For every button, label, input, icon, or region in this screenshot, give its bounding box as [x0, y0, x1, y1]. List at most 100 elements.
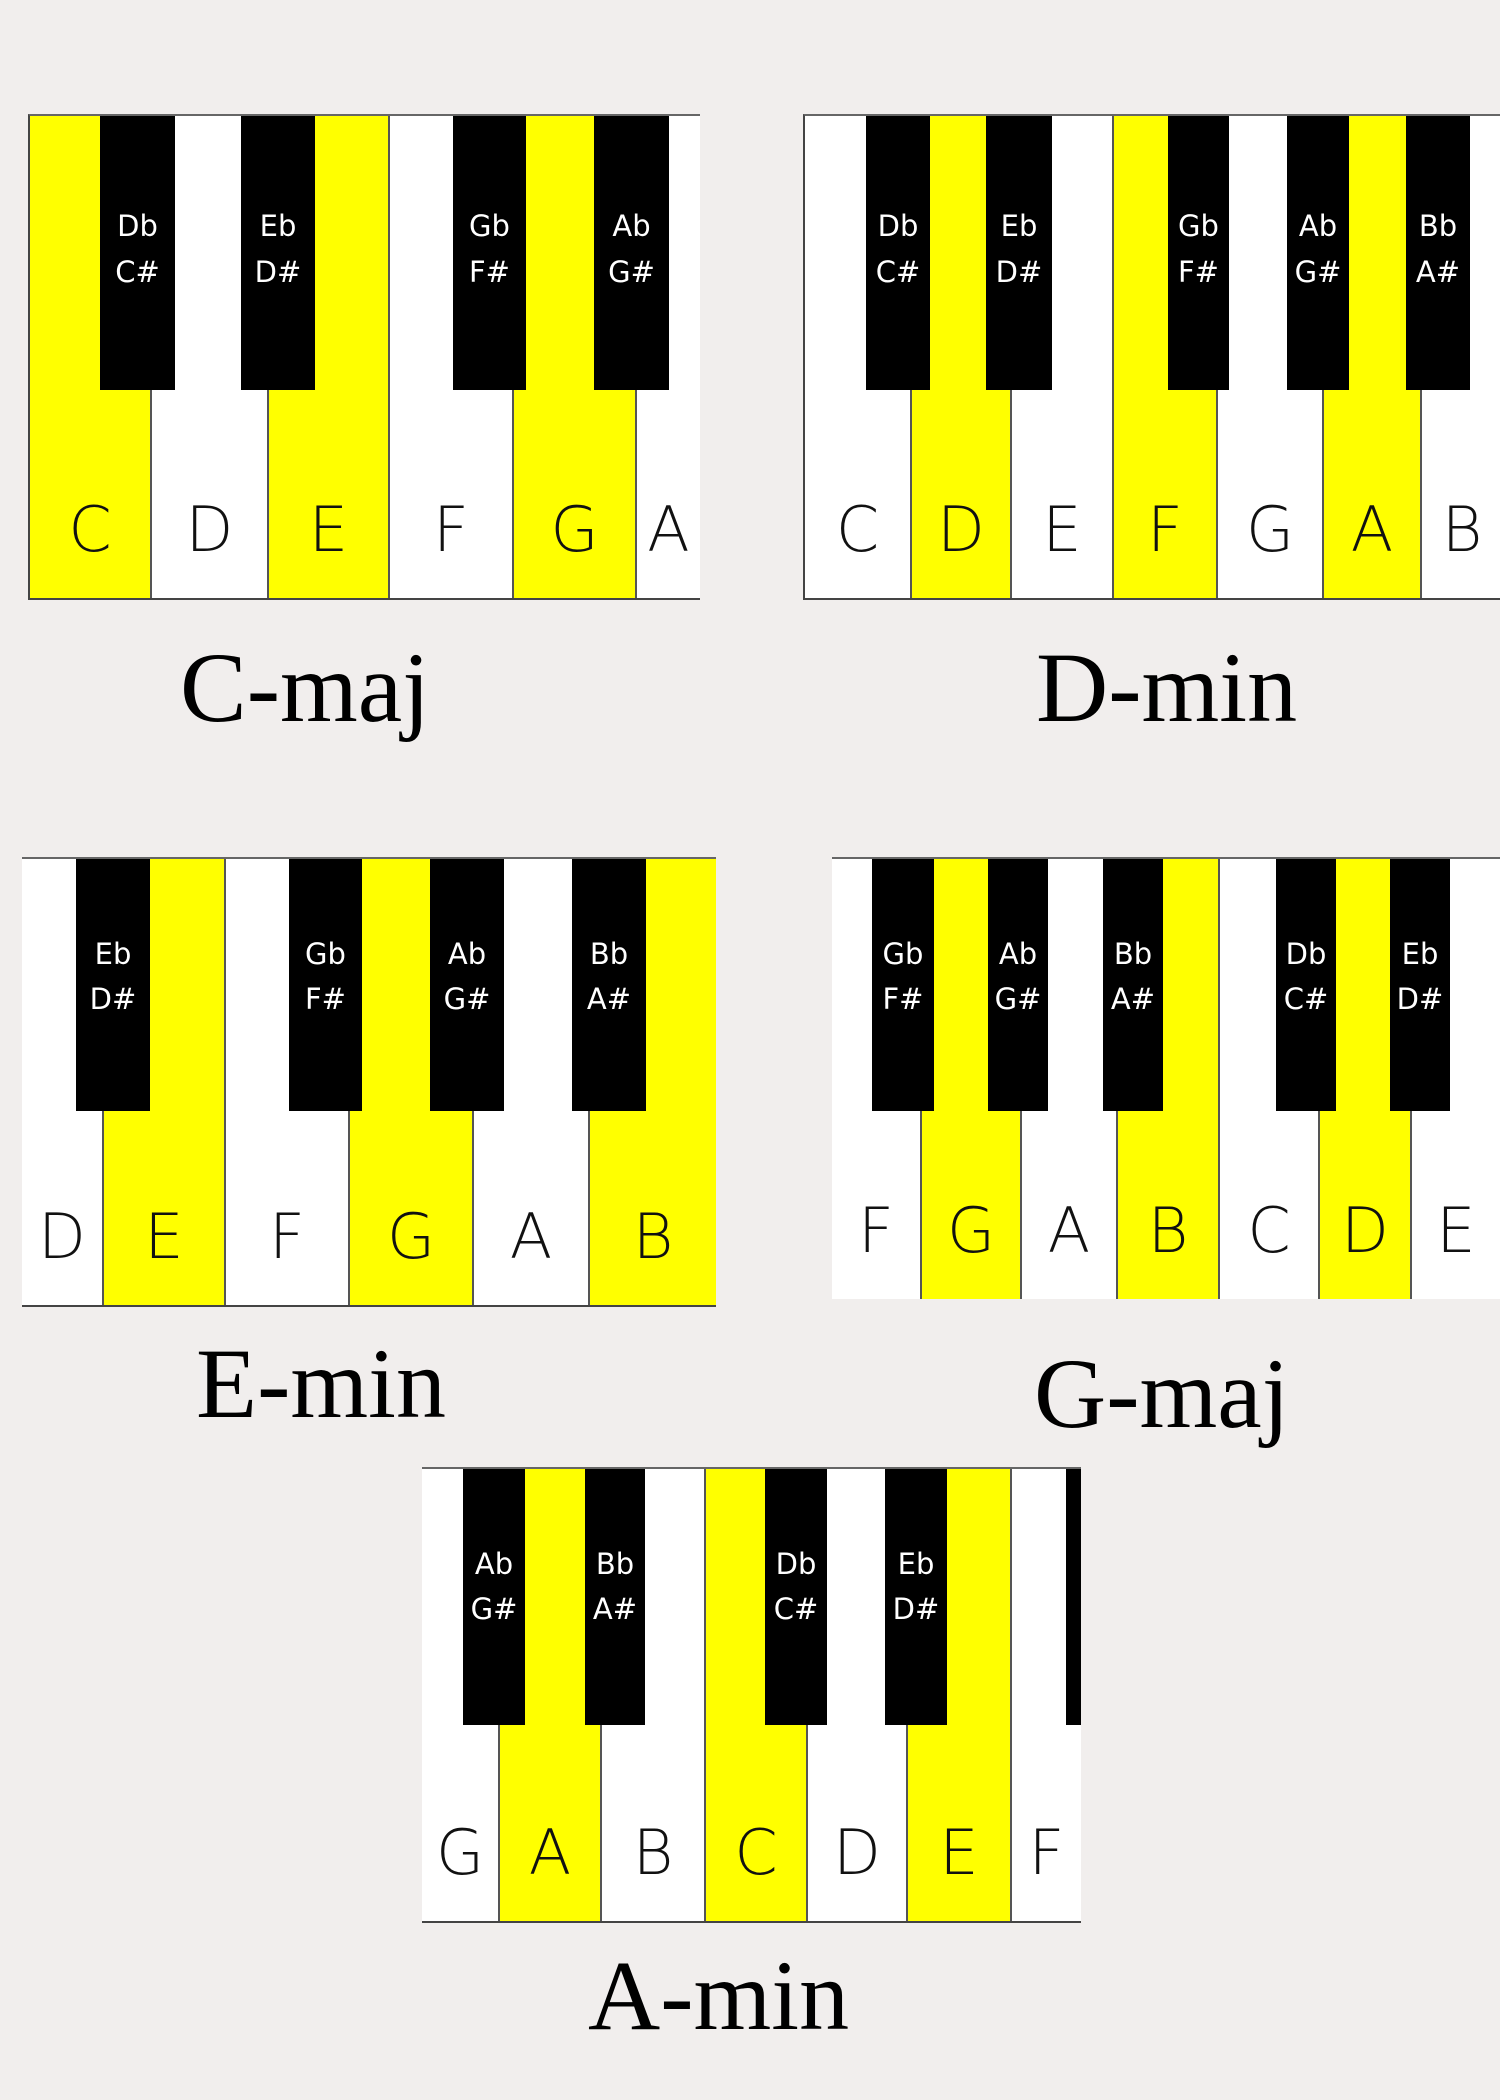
black-key-flat-label: Eb [259, 209, 297, 243]
white-key-note: C [734, 1816, 778, 1889]
black-key-flat-label: Ab [447, 937, 487, 971]
black-key-flat-label: Ab [1298, 209, 1338, 243]
white-key-note: A [528, 1816, 572, 1889]
white-key-note: D [937, 493, 985, 566]
white-key-note: E [144, 1200, 184, 1273]
white-key-note: C [1247, 1194, 1291, 1267]
black-key-flat-label: Gb [1178, 209, 1219, 243]
white-key-note: F [433, 493, 469, 566]
black-key-flat-label: Gb [305, 937, 346, 971]
black-key [1066, 1469, 1081, 1725]
white-key-note: F [858, 1194, 894, 1267]
white-key-note: F [1147, 493, 1183, 566]
black-key-sharp-label: A# [592, 1592, 638, 1626]
black-key-sharp-label: G# [994, 982, 1042, 1016]
black-key-flat-label: Db [877, 209, 919, 243]
black-key-sharp-label: C# [773, 1592, 819, 1626]
white-key-note: G [946, 1194, 996, 1267]
white-key-note: G [435, 1816, 485, 1889]
white-key-note: A [647, 493, 690, 566]
white-key-note: B [632, 1200, 674, 1273]
black-key-sharp-label: G# [1294, 255, 1342, 289]
black-key-flat-label: Ab [998, 937, 1038, 971]
scale-caption: E-min [196, 1328, 446, 1439]
white-key-note: C [835, 493, 880, 566]
white-key-note: G [1245, 493, 1295, 566]
black-key-sharp-label: D# [89, 982, 137, 1016]
black-key-flat-label: Db [117, 209, 158, 243]
black-key-flat-label: Bb [589, 937, 629, 971]
white-key-note: E [1042, 493, 1082, 566]
white-key-note: B [632, 1816, 674, 1889]
scale-caption: D-min [1036, 632, 1298, 743]
white-key-note: A [1350, 493, 1394, 566]
black-key-flat-label: Eb [897, 1547, 935, 1581]
black-key-sharp-label: A# [586, 982, 632, 1016]
black-key-sharp-label: F# [1178, 255, 1219, 289]
black-key-flat-label: Gb [469, 209, 510, 243]
black-key-sharp-label: C# [875, 255, 921, 289]
black-key-sharp-label: D# [1396, 982, 1444, 1016]
scale-caption: C-maj [180, 632, 430, 743]
black-key-flat-label: Eb [1000, 209, 1038, 243]
scale-caption: A-min [588, 1940, 850, 2051]
scale-caption: G-maj [1034, 1338, 1290, 1449]
black-key-flat-label: Eb [1401, 937, 1439, 971]
black-key-sharp-label: A# [1110, 982, 1156, 1016]
black-key-sharp-label: C# [115, 255, 160, 289]
white-key-note: G [550, 493, 599, 566]
black-key-flat-label: Bb [1418, 209, 1458, 243]
black-key-flat-label: Bb [1113, 937, 1153, 971]
white-key-note: E [1436, 1194, 1476, 1267]
white-key-note: A [509, 1200, 553, 1273]
black-key-flat-label: Eb [94, 937, 132, 971]
white-key-note: F [1028, 1816, 1065, 1889]
white-key-note: C [68, 493, 112, 566]
black-key-sharp-label: D# [892, 1592, 940, 1626]
black-key-sharp-label: F# [305, 982, 346, 1016]
black-key-sharp-label: G# [470, 1592, 518, 1626]
black-key-flat-label: Ab [612, 209, 651, 243]
white-key-note: D [185, 493, 234, 566]
black-key-flat-label: Bb [595, 1547, 635, 1581]
black-key-sharp-label: G# [608, 255, 655, 289]
white-key-note: D [833, 1816, 881, 1889]
white-key-note: D [1341, 1194, 1389, 1267]
white-key-note: E [939, 1816, 979, 1889]
white-key-note: E [308, 493, 349, 566]
black-key-sharp-label: F# [882, 982, 924, 1016]
white-key-note: D [38, 1200, 86, 1273]
white-key-note: G [386, 1200, 436, 1273]
white-key-note: B [1441, 493, 1483, 566]
black-key-sharp-label: A# [1415, 255, 1461, 289]
black-key-sharp-label: D# [254, 255, 302, 289]
black-key-flat-label: Db [1285, 937, 1327, 971]
white-key-note: B [1147, 1194, 1189, 1267]
